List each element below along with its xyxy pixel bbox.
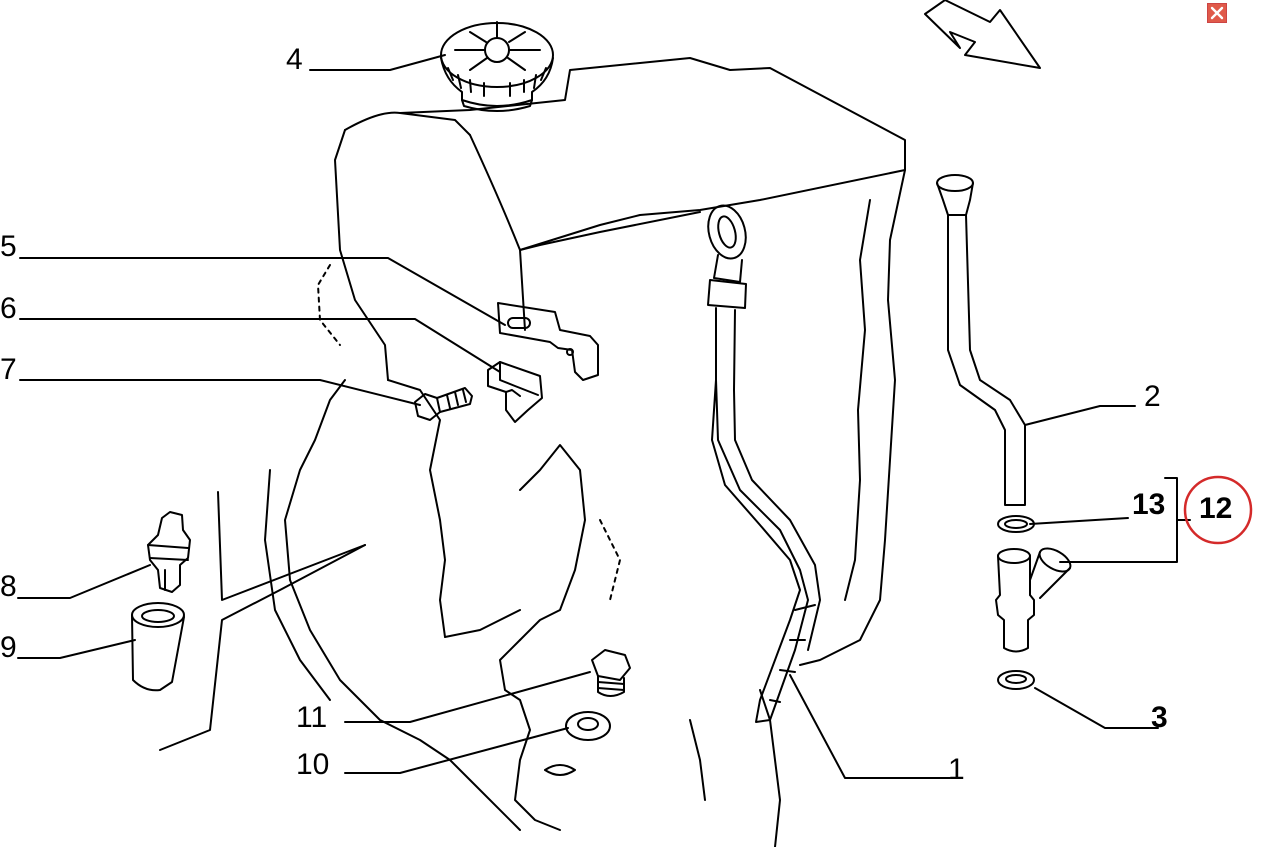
callout-10: 10 xyxy=(296,748,330,781)
callout-7: 7 xyxy=(0,353,17,386)
highlight-circle xyxy=(1183,475,1253,545)
callout-5: 5 xyxy=(0,230,17,263)
callout-11: 11 xyxy=(296,701,328,734)
callout-12: 12 xyxy=(1199,492,1233,525)
callout-13: 13 xyxy=(1132,488,1166,521)
engine-block-outline xyxy=(159,57,906,848)
callout-9: 9 xyxy=(0,631,17,664)
close-button[interactable] xyxy=(1207,3,1227,23)
dipstick-part xyxy=(707,204,821,723)
callout-6: 6 xyxy=(0,292,17,325)
drain-plug-part xyxy=(591,649,631,697)
callout-4: 4 xyxy=(286,43,303,76)
close-icon xyxy=(1208,4,1226,22)
o-ring-bottom-part xyxy=(997,670,1035,690)
y-fitting-part xyxy=(995,547,1072,653)
sensor-part xyxy=(147,511,191,593)
washer-part xyxy=(565,711,611,741)
callout-1: 1 xyxy=(948,753,965,786)
leader-lines xyxy=(17,54,1191,779)
direction-arrow xyxy=(924,0,1041,69)
boot-part xyxy=(131,602,185,692)
filler-cap-part xyxy=(440,21,554,112)
callout-3: 3 xyxy=(1151,701,1168,734)
callout-8: 8 xyxy=(0,570,17,603)
bolt-part xyxy=(414,387,473,421)
clip-part xyxy=(487,361,543,423)
bracket-plate-part xyxy=(497,302,599,381)
guide-tube-part xyxy=(936,174,1026,506)
o-ring-part xyxy=(997,515,1035,533)
callout-2: 2 xyxy=(1144,380,1161,413)
